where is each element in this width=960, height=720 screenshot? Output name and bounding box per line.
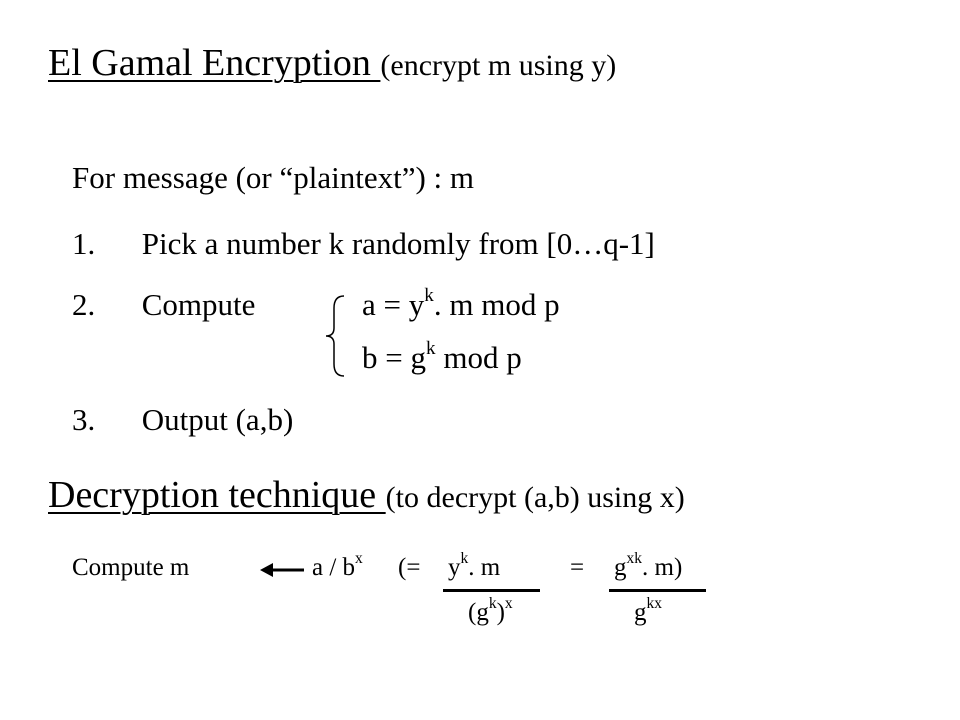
fraction-2-numerator: gxk. m)	[614, 551, 683, 581]
den1-exponent-x: x	[504, 595, 513, 613]
title-sub: (encrypt m using y)	[380, 49, 617, 82]
step-1-number: 1.	[72, 226, 96, 261]
compute-b-exponent: k	[425, 337, 436, 359]
a-over-b-text: a / b	[312, 554, 356, 581]
decrypt-a-over-b: a / bx	[312, 551, 363, 581]
num2-exponent: xk	[626, 550, 643, 568]
decryption-heading: Decryption technique (to decrypt (a,b) u…	[48, 476, 685, 514]
compute-a-exponent: k	[424, 284, 434, 306]
step-3: 3. Output (a,b)	[72, 404, 293, 435]
decryption-main: Decryption technique	[48, 474, 386, 516]
den2-exponent: kx	[646, 595, 663, 613]
slide-title: El Gamal Encryption (encrypt m using y)	[48, 44, 616, 82]
title-main: El Gamal Encryption	[48, 42, 381, 84]
b-exponent-x: x	[355, 550, 363, 568]
num1-exponent: k	[460, 550, 469, 568]
step-3-text: Output (a,b)	[141, 402, 294, 437]
fraction-2-denominator: gkx	[634, 596, 662, 626]
num1-rest: . m	[468, 554, 501, 581]
compute-b-rest: mod p	[435, 340, 522, 375]
compute-b-line: b = gk mod p	[362, 338, 522, 375]
den1-exponent-k: k	[488, 595, 497, 613]
compute-b-base: b = g	[362, 340, 426, 375]
step-1: 1. Pick a number k randomly from [0…q-1]	[72, 228, 655, 259]
step-2-text: Compute	[141, 287, 256, 322]
num2-base: g	[614, 554, 627, 581]
compute-a-line: a = yk. m mod p	[362, 285, 560, 322]
left-brace-icon	[325, 295, 345, 377]
decrypt-prefix: Compute m	[72, 554, 190, 581]
decryption-sub: (to decrypt (a,b) using x)	[385, 481, 685, 514]
fraction-2-bar	[609, 589, 706, 592]
decrypt-equals: =	[570, 554, 585, 581]
left-arrow-icon	[260, 563, 304, 577]
decrypt-open-paren: (=	[398, 554, 421, 581]
den1-close: )	[496, 599, 505, 626]
step-3-number: 3.	[72, 402, 96, 437]
fraction-1-denominator: (gk)x	[468, 596, 513, 626]
num2-rest: . m)	[642, 554, 683, 581]
num1-base: y	[448, 554, 461, 581]
message-line: For message (or “plaintext”) : m	[72, 160, 475, 195]
compute-a-rest: . m mod p	[433, 287, 560, 322]
den1-open: (g	[468, 599, 489, 626]
den2-base: g	[634, 599, 647, 626]
fraction-1-bar	[443, 589, 540, 592]
step-2: 2. Compute	[72, 289, 255, 320]
compute-a-base: a = y	[362, 287, 425, 322]
step-1-text: Pick a number k randomly from [0…q-1]	[141, 226, 655, 261]
fraction-1-numerator: yk. m	[448, 551, 501, 581]
step-2-number: 2.	[72, 287, 96, 322]
